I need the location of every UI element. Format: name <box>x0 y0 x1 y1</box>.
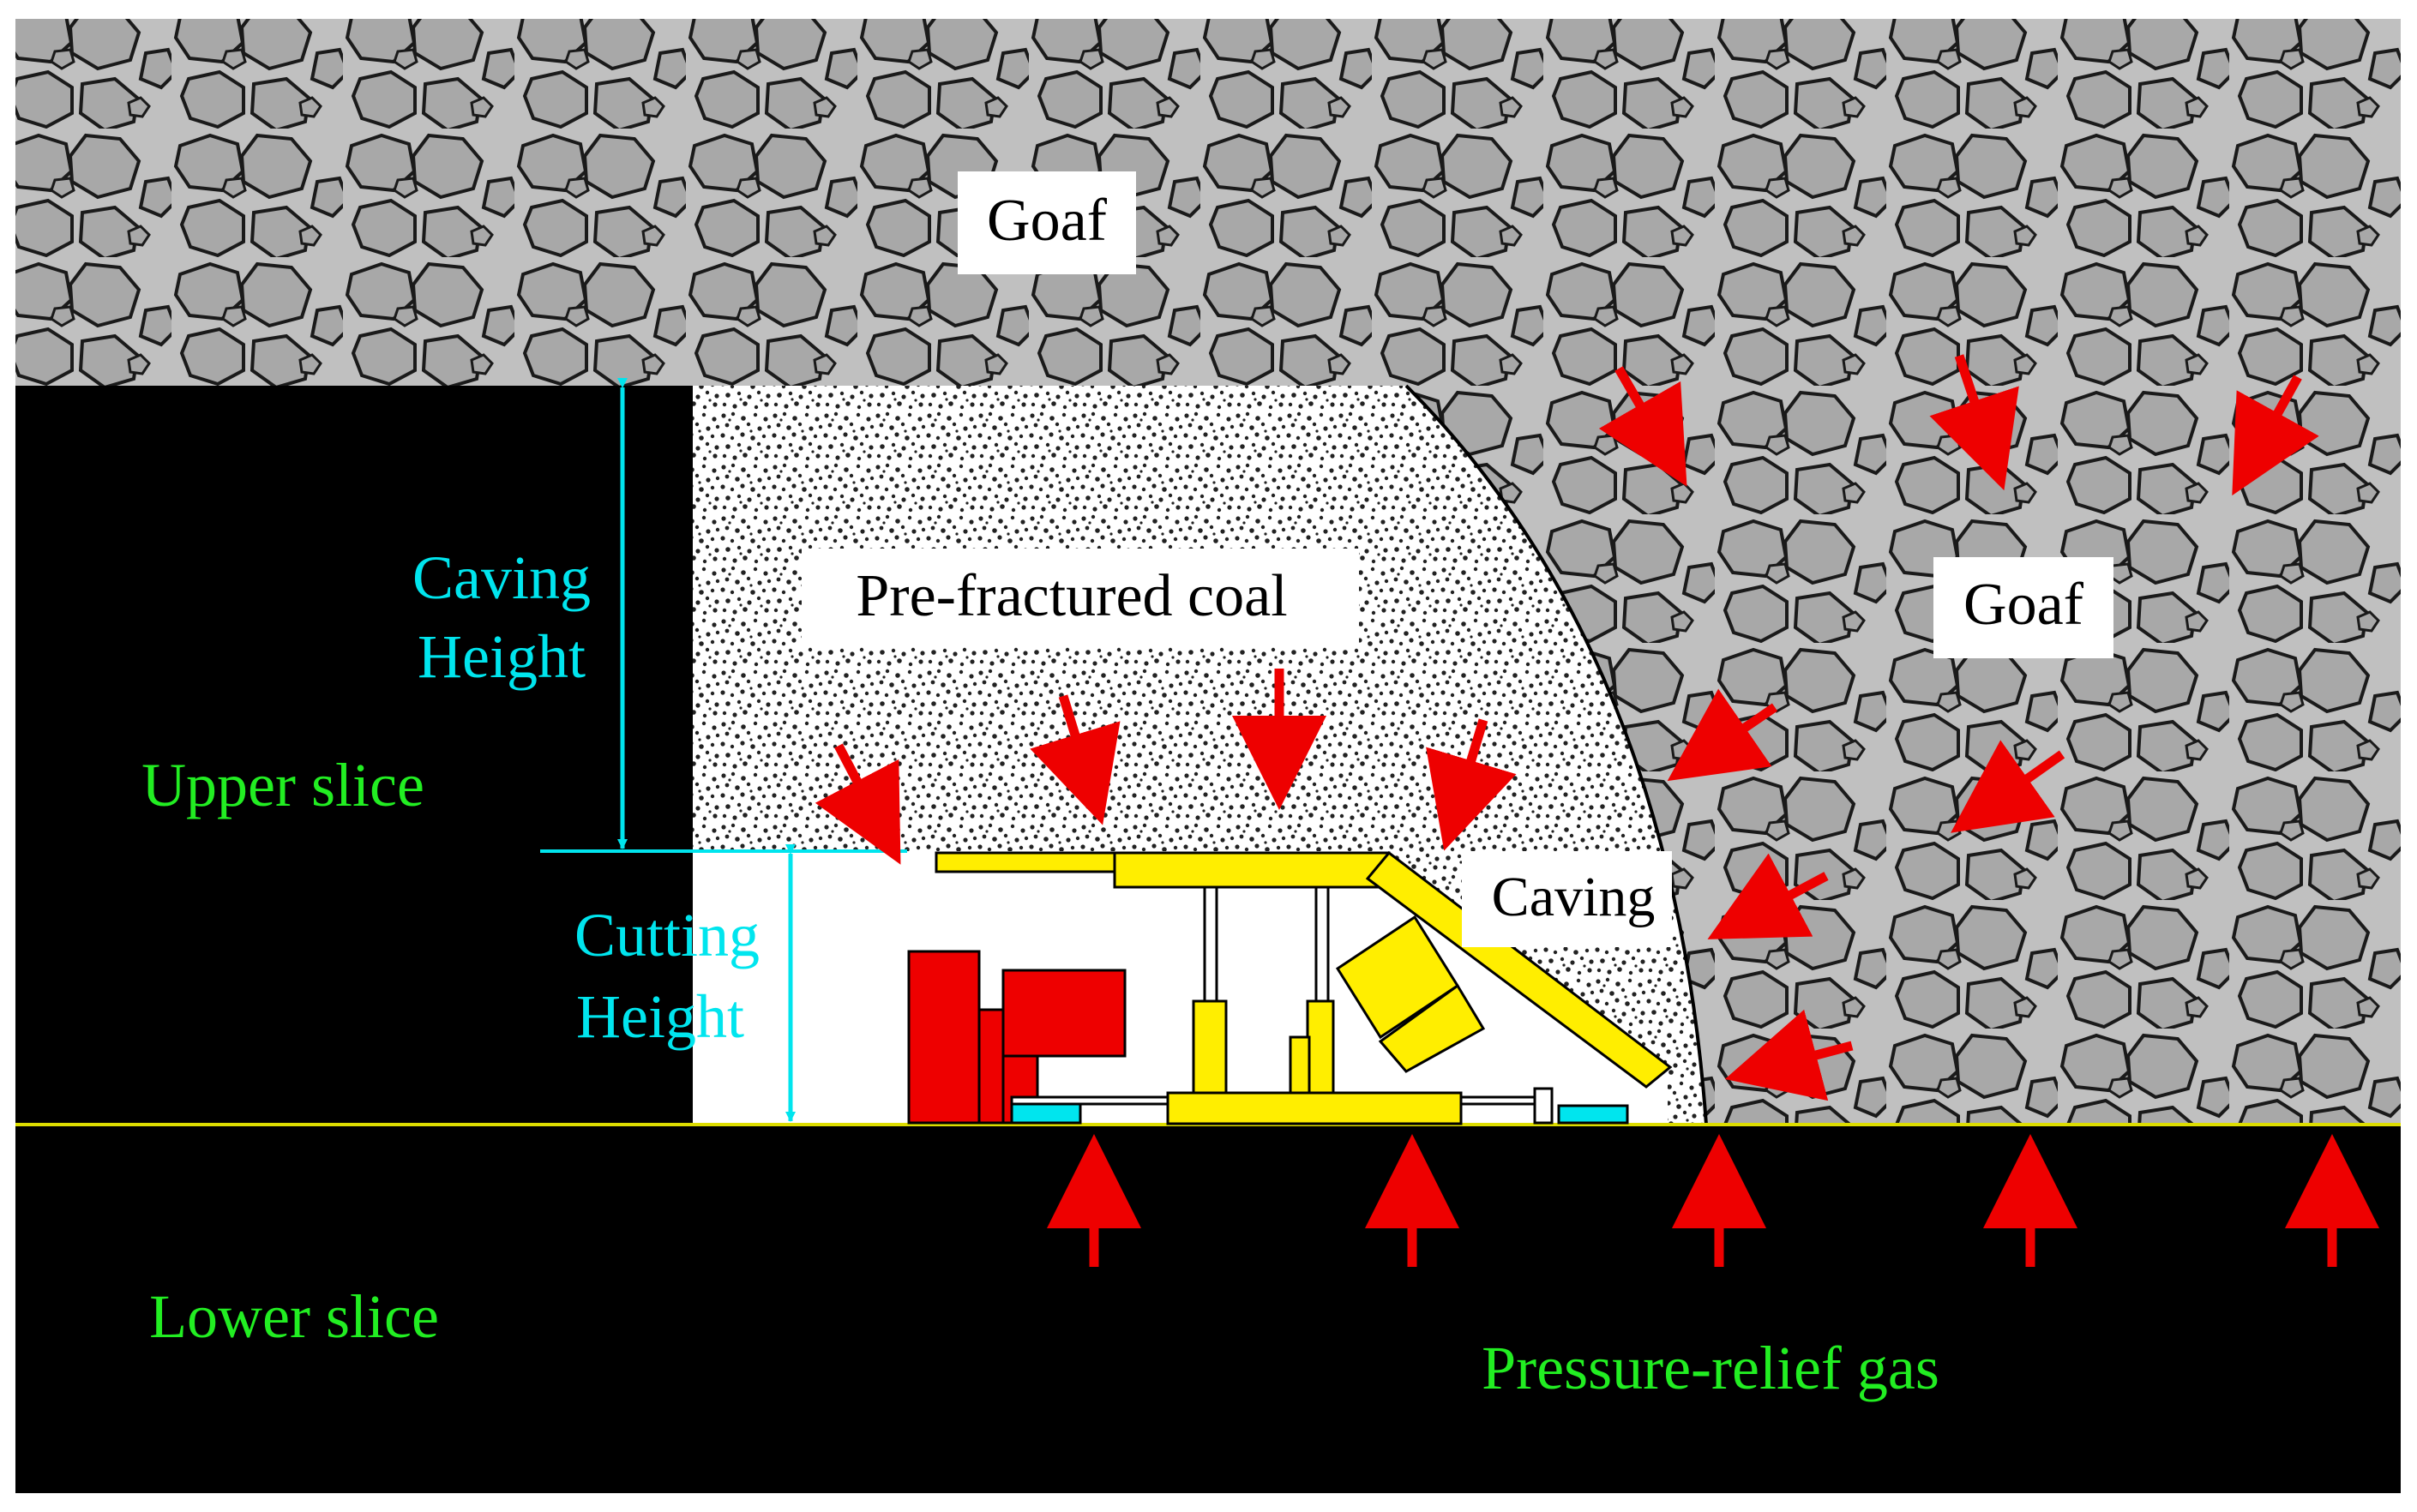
pressure-relief-gas-arrows <box>1047 1134 2379 1267</box>
red-arrow-icon <box>1724 1009 1854 1101</box>
goaf-upper-region <box>15 19 2401 387</box>
goaf-right-label-box <box>1933 557 2113 658</box>
shearer-machine <box>907 950 1127 1125</box>
pre-fractured-coal-label-box <box>802 549 1359 647</box>
red-arrow-icon <box>1426 718 1517 851</box>
upper-slice-label: Upper slice <box>141 751 424 819</box>
face-conveyor <box>1010 1102 1082 1125</box>
red-arrow-icon <box>1951 740 2065 833</box>
rear-conveyor <box>1557 1104 1629 1125</box>
red-arrow-icon <box>1030 694 1121 825</box>
lower-slice-label: Lower slice <box>149 1282 439 1351</box>
caving-flow-arrows <box>815 354 2319 1101</box>
red-arrow-icon <box>815 743 901 865</box>
caving-label: Caving <box>1492 866 1656 928</box>
hydraulic-support <box>935 850 1673 1125</box>
upper-slice-coal <box>15 386 693 1125</box>
goaf-top-label: Goaf <box>987 188 1108 254</box>
red-arrow-icon <box>1598 366 1687 487</box>
goaf-right-region <box>1406 386 2401 1125</box>
red-arrow-icon <box>1929 354 2019 491</box>
caving-boundary-line <box>1404 384 1708 1125</box>
cutting-height-label-line1: Cutting <box>574 901 760 969</box>
caving-label-box <box>1462 851 1672 947</box>
red-arrow-icon <box>2232 375 2319 496</box>
pressure-relief-gas-label: Pressure-relief gas <box>1482 1334 1939 1402</box>
goaf-right-label: Goaf <box>1963 572 2084 638</box>
caving-height-label-line1: Caving <box>412 543 591 612</box>
cutting-height-label-line2: Height <box>576 982 744 1051</box>
caving-height-label-line2: Height <box>418 622 586 691</box>
red-arrow-icon <box>1707 853 1829 939</box>
pre-fractured-coal-label: Pre-fractured coal <box>856 563 1287 629</box>
goaf-top-label-box <box>958 171 1136 274</box>
red-arrow-icon <box>1667 688 1778 782</box>
